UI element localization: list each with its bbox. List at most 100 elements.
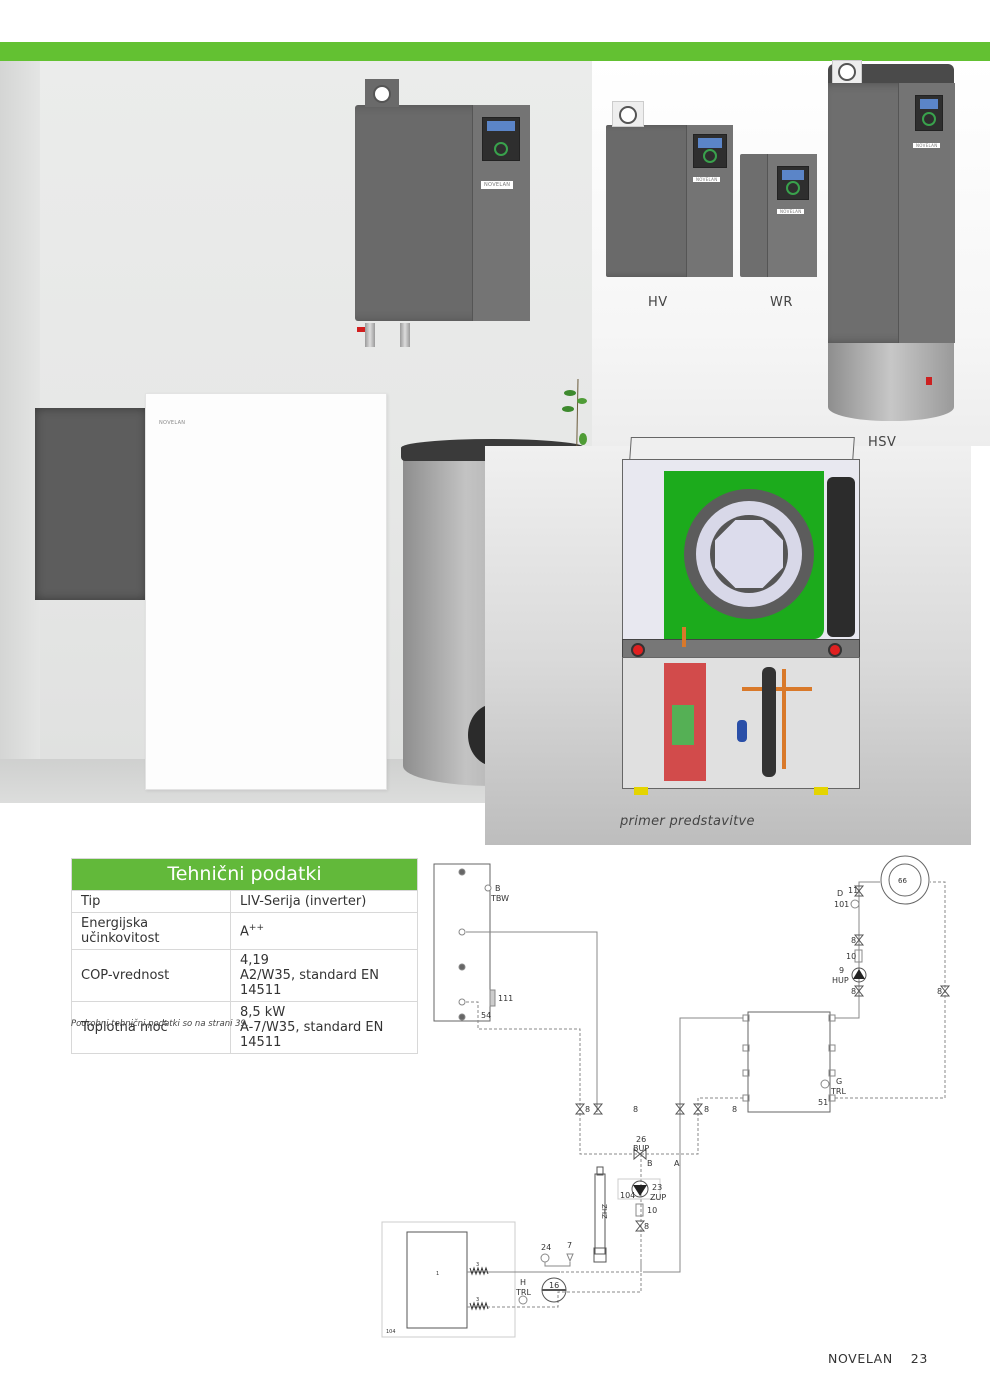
pressure-gauge-icon [619,106,637,124]
heat-pump-1 [406,1231,468,1329]
sensor-trl-h [518,1295,528,1305]
safety-valve-7-icon [566,1253,574,1263]
label-g: G [836,1077,842,1086]
lcd-screen [487,121,515,131]
hv-label: HV [648,295,668,310]
check-valve-10b [635,1203,644,1217]
copper-pipe [782,669,786,769]
row-key: Energijska učinkovitost [71,912,231,950]
pump-zup-icon [631,1180,649,1198]
valve-icon [853,985,865,997]
table-row: Energijska učinkovitost A++ [71,912,418,950]
label-zhz: ZHZ [600,1204,608,1219]
row-key: Toplotna moč [71,1001,231,1054]
hydro-front-panel: NOVELAN [472,105,530,321]
pressure-gauge-icon [373,85,391,103]
check-valve-10 [854,949,863,963]
label-104: 104 [620,1191,635,1200]
label-trl: TRL [515,1288,531,1297]
valve-icon [853,934,865,946]
buffer-port [828,1044,836,1052]
valve-icon [634,1220,646,1232]
label-d: D [837,889,843,898]
lcd-screen [782,170,804,180]
hsv-logo: NOVELAN [913,143,941,148]
label-8: 8 [704,1105,709,1114]
control-knob-icon [703,149,717,163]
top-accent-bar [0,42,990,61]
heat-pump-box-104 [381,1221,516,1338]
electric-heater-zhz [594,1173,606,1255]
valve-icon [400,323,410,347]
heating-circuit-66 [880,855,930,905]
side-grille [827,477,855,637]
label-hup: HUP [832,976,849,985]
heater-cap [596,1166,604,1176]
dhw-tank [433,863,491,1022]
label-8: 8 [937,987,942,996]
tech-data-table: Tehnični podatki Tip LIV-Serija (inverte… [71,858,418,1054]
label-10: 10 [846,952,856,961]
indoor-unit-white: NOVELAN [145,393,387,790]
pressure-gauge-icon [838,63,856,81]
sensor-g-trl [820,1079,830,1089]
label-9: 9 [839,966,844,975]
valves [574,885,951,1232]
tech-data-note: Podrobni tehnični podatki so na strani 3… [71,1019,249,1029]
label-23: 23 [652,1183,662,1192]
control-display [777,166,809,200]
row-key: Tip [71,890,231,913]
label-8: 8 [644,1222,649,1231]
table-row: Tip LIV-Serija (inverter) [71,890,418,913]
hsv-front-panel: NOVELAN [898,83,955,343]
label-54: 54 [481,1011,491,1020]
label-8: 8 [851,936,856,945]
hydro-logo: NOVELAN [481,181,514,189]
label-tbw: TBW [490,894,509,903]
unit-top [629,437,855,461]
outdoor-unit-cutaway [622,437,860,797]
row-value-detail: A-7/W35, standard EN 14511 [240,1020,384,1050]
label-3: 3 [476,1262,479,1268]
cutaway-caption: primer predstavitve [620,814,755,829]
control-knob-icon [786,181,800,195]
pump-hup-icon [851,967,867,983]
pipe-small [544,1262,571,1267]
row-value-sup: ++ [248,922,264,933]
label-3: 3 [476,1297,479,1303]
pipe-heating-return [835,881,946,1099]
label-111: 111 [498,994,513,1003]
mid-rail [622,639,860,659]
sensor-101 [850,899,860,909]
valve-icon [692,1103,704,1115]
tank-sensor-b [484,884,492,892]
label-26: 26 [636,1135,646,1144]
row-value: 8,5 kW [240,1005,286,1020]
label-h: H [520,1278,526,1287]
fan-hub [715,520,783,588]
pipe-return [466,1001,641,1155]
label-bup: BUP [633,1144,649,1153]
label-7: 7 [567,1241,572,1250]
wr-label: WR [770,295,793,310]
buffer-tank [747,1011,831,1113]
label-66: 66 [898,877,907,885]
row-key: COP-vrednost [71,949,231,1002]
copper-pipe [682,627,686,647]
pipe-return-hp [467,1272,642,1308]
control-knob-icon [922,112,936,126]
tank-port [458,963,466,971]
lcd-screen [920,99,938,109]
hose [762,667,776,777]
control-display [482,117,520,161]
flex-hose-3b [469,1301,489,1311]
pipe [466,931,598,1112]
red-valve-handle [926,377,932,385]
buffer-port [742,1069,750,1077]
hv-front-panel: NOVELAN [686,125,733,277]
label-104: 104 [386,1329,396,1335]
wr-logo: NOVELAN [777,209,805,214]
sensor-111 [489,989,496,1007]
hsv-base [828,343,954,421]
